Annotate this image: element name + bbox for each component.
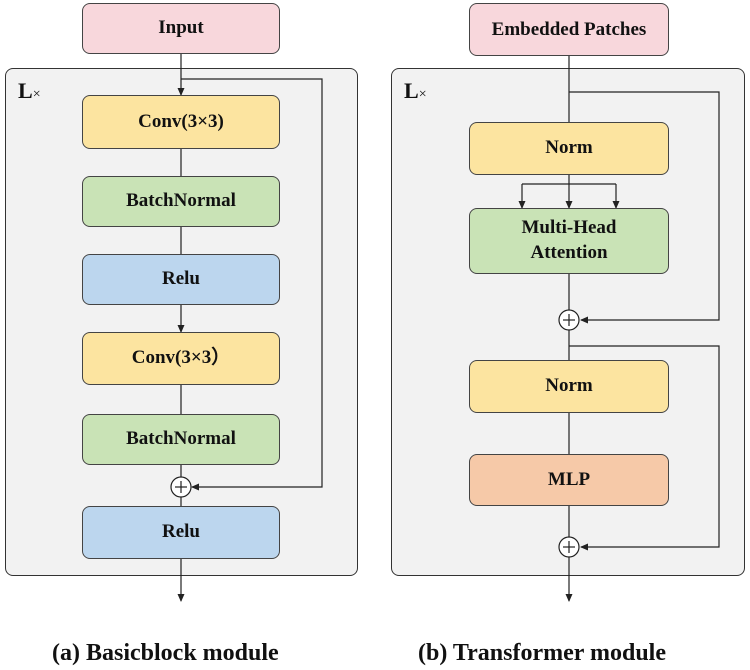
caption-transformer: (b) Transformer module — [418, 640, 666, 666]
conv1-box: Conv(3×3) — [82, 95, 280, 149]
skip-connection-right-2 — [569, 345, 720, 551]
norm1-box: Norm — [469, 122, 669, 175]
repeat-label-left: L× — [18, 78, 41, 104]
repeat-label-right: L× — [404, 78, 427, 104]
repeat-letter-left: L — [18, 78, 33, 103]
skip-connection-right-1 — [569, 91, 720, 324]
embedded-patches-box: Embedded Patches — [469, 3, 669, 56]
batchnorm2-box: BatchNormal — [82, 414, 280, 465]
input-box: Input — [82, 3, 280, 54]
conv2-box: Conv(3×3） — [82, 332, 280, 385]
repeat-symbol-right: × — [418, 87, 427, 102]
norm2-box: Norm — [469, 360, 669, 413]
relu2-box: Relu — [82, 506, 280, 559]
relu1-box: Relu — [82, 254, 280, 305]
repeat-symbol-left: × — [32, 87, 41, 102]
batchnorm1-box: BatchNormal — [82, 176, 280, 227]
caption-basicblock: (a) Basicblock module — [52, 640, 279, 666]
repeat-letter-right: L — [404, 78, 419, 103]
mlp-box: MLP — [469, 454, 669, 506]
multi-head-attention-box: Multi-Head Attention — [469, 208, 669, 274]
skip-connection-left — [181, 78, 323, 491]
